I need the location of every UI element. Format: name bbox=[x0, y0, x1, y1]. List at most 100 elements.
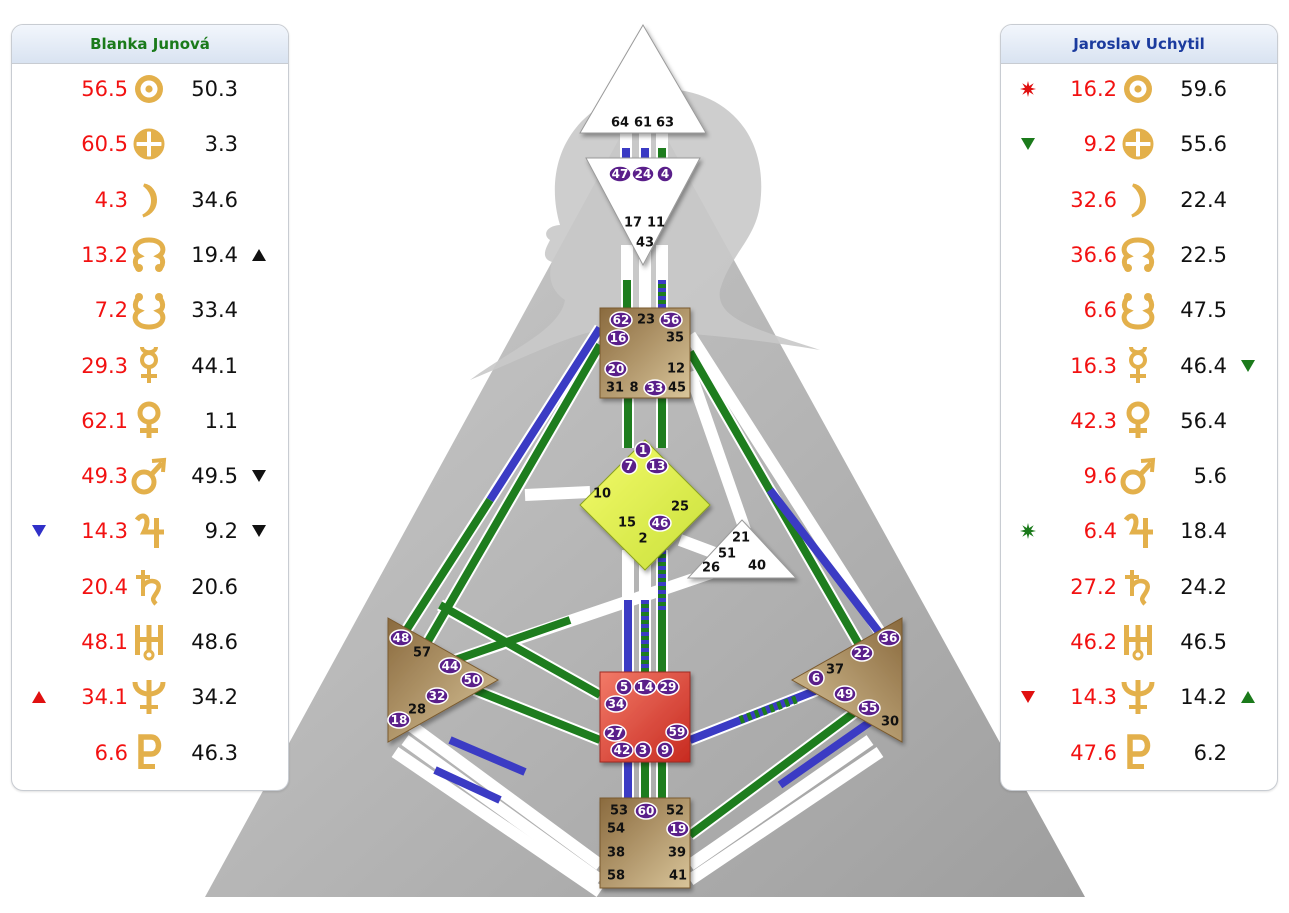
gate-number: 50 bbox=[464, 673, 481, 687]
gate-circle bbox=[460, 671, 484, 689]
personality-value: 19.4 bbox=[191, 242, 238, 267]
gate-number: 62 bbox=[613, 313, 630, 327]
gate-23: 23 bbox=[637, 313, 655, 328]
gate-number: 28 bbox=[408, 703, 426, 718]
personality-value: 56.4 bbox=[1180, 408, 1227, 433]
gate-5: 5 bbox=[615, 678, 633, 696]
gate-38: 38 bbox=[607, 846, 625, 861]
gate-22: 22 bbox=[850, 644, 874, 662]
design-value: 6.6 bbox=[94, 740, 128, 765]
design-value: 14.3 bbox=[81, 519, 128, 544]
gate-number: 60 bbox=[638, 804, 655, 818]
gate-50: 50 bbox=[460, 671, 484, 689]
gate-40: 40 bbox=[748, 559, 766, 574]
design-value: 60.5 bbox=[81, 132, 128, 157]
gate-number: 57 bbox=[413, 646, 431, 661]
spleen-center bbox=[387, 617, 500, 743]
pluto-icon bbox=[1117, 728, 1159, 778]
earth-icon bbox=[1117, 119, 1159, 169]
gate-number: 39 bbox=[668, 846, 686, 861]
gate-circle bbox=[610, 741, 634, 759]
down-blue-marker-icon bbox=[30, 522, 48, 540]
gate-number: 58 bbox=[607, 869, 625, 884]
gate-number: 34 bbox=[608, 697, 625, 711]
gate-24: 24 bbox=[631, 165, 655, 183]
gate-circle bbox=[645, 457, 669, 475]
gate-circle bbox=[603, 724, 627, 742]
personality-value: 22.5 bbox=[1180, 242, 1227, 267]
design-value: 42.3 bbox=[1070, 408, 1117, 433]
gate-number: 31 bbox=[606, 381, 624, 396]
gate-number: 24 bbox=[635, 167, 652, 181]
personality-value: 3.3 bbox=[204, 132, 238, 157]
personality-value: 20.6 bbox=[191, 574, 238, 599]
gate-number: 20 bbox=[608, 362, 625, 376]
personality-value: 22.4 bbox=[1180, 187, 1227, 212]
design-value: 16.3 bbox=[1070, 353, 1117, 378]
gate-circle bbox=[877, 629, 901, 647]
personality-value: 18.4 bbox=[1180, 519, 1227, 544]
gate-number: 23 bbox=[637, 313, 655, 328]
gate-circle bbox=[615, 678, 633, 696]
gate-number: 55 bbox=[861, 701, 878, 715]
gate-circle bbox=[604, 360, 628, 378]
gate-12: 12 bbox=[667, 362, 685, 377]
gate-number: 49 bbox=[837, 687, 854, 701]
gate-14: 14 bbox=[633, 678, 657, 696]
gate-64: 64 bbox=[611, 116, 629, 131]
gate-number: 41 bbox=[669, 869, 687, 884]
gate-3: 3 bbox=[634, 741, 652, 759]
gate-28: 28 bbox=[408, 703, 426, 718]
gate-45: 45 bbox=[668, 381, 686, 396]
gate-number: 63 bbox=[656, 116, 674, 131]
personality-value: 59.6 bbox=[1180, 77, 1227, 101]
gate-circle bbox=[807, 669, 825, 687]
up-black-marker-icon bbox=[250, 246, 268, 264]
pluto-icon bbox=[128, 728, 170, 778]
gate-37: 37 bbox=[826, 663, 844, 678]
personality-value: 48.6 bbox=[191, 630, 238, 654]
gate-19: 19 bbox=[666, 820, 690, 838]
gate-number: 37 bbox=[826, 663, 844, 678]
gate-number: 35 bbox=[666, 331, 684, 346]
sun-icon bbox=[128, 64, 170, 114]
gate-number: 17 bbox=[624, 216, 642, 231]
gate-number: 53 bbox=[610, 804, 628, 819]
gate-number: 27 bbox=[607, 726, 624, 740]
gate-29: 29 bbox=[656, 678, 680, 696]
uranus-icon bbox=[1117, 617, 1159, 667]
down-green-marker-icon bbox=[1239, 357, 1257, 375]
gate-15: 15 bbox=[618, 516, 636, 531]
mars-icon bbox=[1117, 451, 1159, 501]
gate-2: 2 bbox=[638, 532, 647, 547]
gate-circle bbox=[608, 165, 632, 183]
gate-number: 32 bbox=[429, 689, 446, 703]
design-value: 56.5 bbox=[81, 77, 128, 101]
channels bbox=[391, 130, 891, 897]
gate-61: 61 bbox=[634, 116, 652, 131]
gate-62: 62 bbox=[609, 311, 633, 329]
personality-value: 5.6 bbox=[1193, 464, 1227, 489]
planet-row-venus: 42.3 56.4 bbox=[1001, 396, 1277, 446]
planet-row-earth: 60.5 3.3 bbox=[12, 119, 288, 169]
gate-number: 51 bbox=[718, 547, 736, 562]
mars-icon bbox=[128, 451, 170, 501]
sun-icon bbox=[1117, 64, 1159, 114]
gate-8: 8 bbox=[629, 381, 638, 396]
gate-circle bbox=[620, 457, 638, 475]
design-value: 34.1 bbox=[81, 685, 128, 710]
gate-57: 57 bbox=[413, 646, 431, 661]
ajna-center bbox=[585, 157, 701, 267]
gate-number: 56 bbox=[663, 313, 680, 327]
